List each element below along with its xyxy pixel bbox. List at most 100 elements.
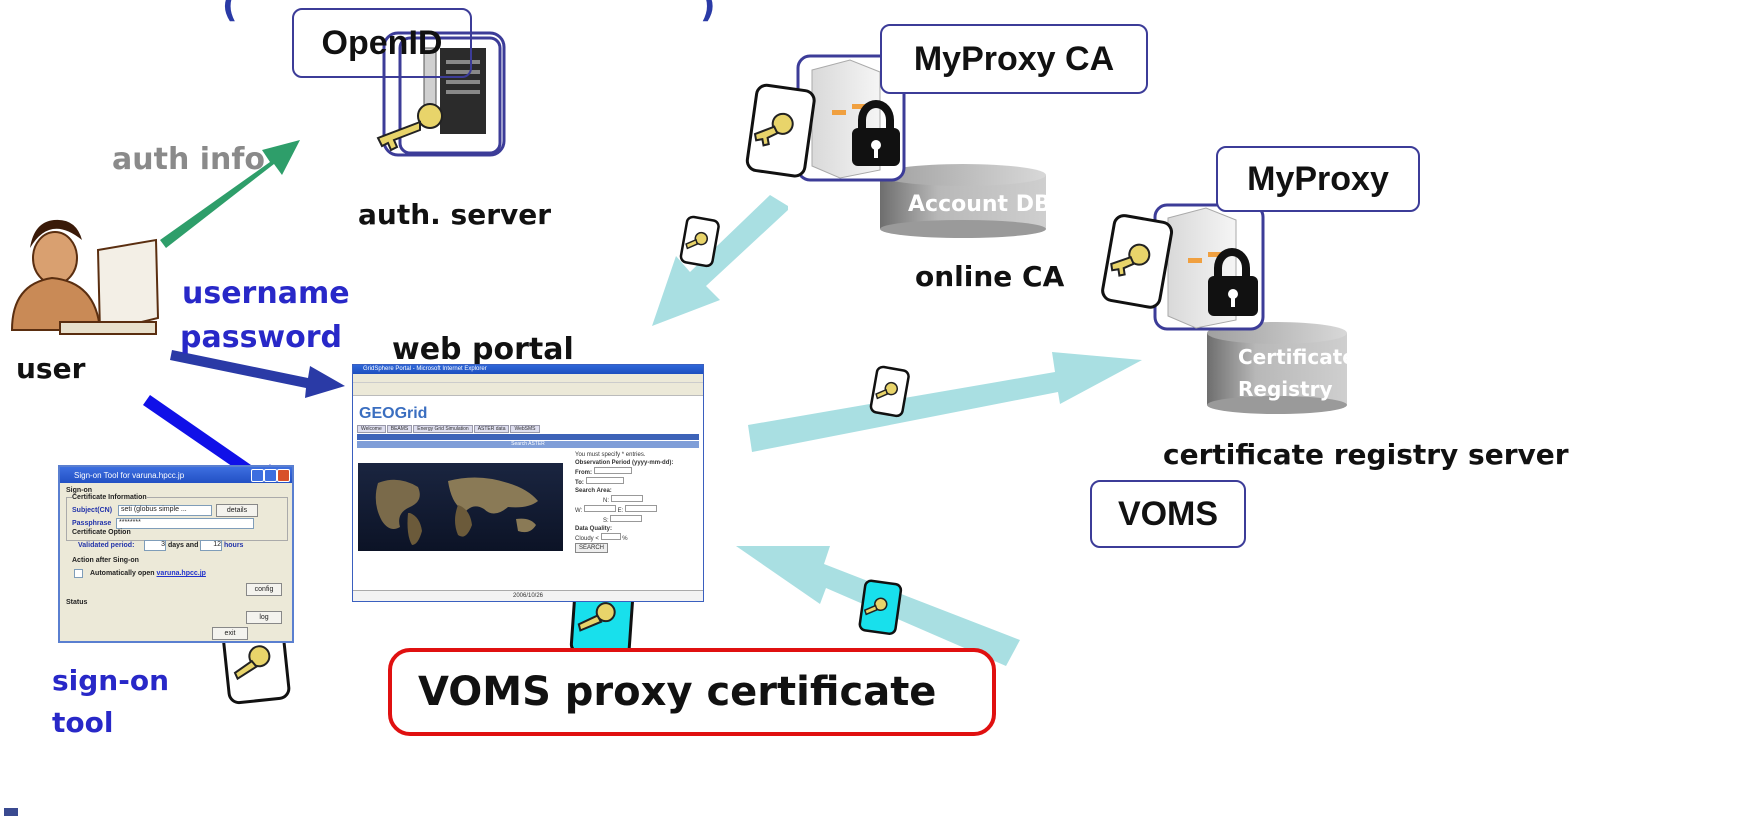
we-field[interactable]: W: E: <box>575 505 673 515</box>
portal-logo: GEOGrid <box>359 405 428 422</box>
action-after-label: Action after Sing-on <box>72 557 139 564</box>
password-label: password <box>180 320 343 355</box>
close-button[interactable] <box>277 469 290 482</box>
portal-section-header: Search ASTER <box>357 441 699 448</box>
search-area-label: Search Area: <box>575 488 612 494</box>
portal-navbar <box>357 434 699 440</box>
config-button[interactable]: config <box>246 583 282 596</box>
certificate-scroll-icon <box>1101 214 1174 309</box>
hours-label: hours <box>224 542 244 549</box>
myproxy-label: MyProxy <box>1247 159 1389 198</box>
portal-tab[interactable]: ASTER data <box>473 425 510 433</box>
myproxy-ca-label: MyProxy CA <box>913 39 1115 78</box>
online-ca-label: online CA <box>915 260 1065 293</box>
log-button[interactable]: log <box>246 611 282 624</box>
signon-section-label: Sign-on <box>66 487 93 494</box>
to-field[interactable]: To: <box>575 477 673 487</box>
details-label: details <box>226 507 248 514</box>
portal-menubar <box>353 374 703 383</box>
web-portal-window: GridSphere Portal - Microsoft Internet E… <box>352 364 704 602</box>
account-db-cylinder <box>880 164 1046 238</box>
passphrase-label: Passphrase <box>72 520 112 527</box>
title-fragment-right: ) <box>700 0 716 26</box>
user-icon <box>10 219 160 335</box>
hours-value: 12 <box>213 541 221 548</box>
days-value: 3 <box>161 541 165 548</box>
cert-registry-label-line1: Certificate <box>1238 345 1356 369</box>
hours-input[interactable]: 12 <box>200 540 222 551</box>
from-label: From: <box>575 470 592 476</box>
portal-tab[interactable]: BEAMS <box>386 425 413 433</box>
sign-on-label-line2: tool <box>52 706 114 739</box>
cert-info-group <box>66 497 288 541</box>
search-form: You must specify * entries. Observation … <box>575 451 673 553</box>
portal-title: GridSphere Portal - Microsoft Internet E… <box>363 366 487 372</box>
pct-label: % <box>622 536 628 542</box>
cert-option-label: Certificate Option <box>72 529 131 536</box>
sign-on-label-line1: sign-on <box>52 664 170 697</box>
title-fragment: ( <box>222 0 238 26</box>
portal-tab[interactable]: Welcome <box>357 425 386 433</box>
sign-on-title: Sign-on Tool for varuna.hpcc.jp <box>74 470 185 480</box>
data-quality-label: Data Quality: <box>575 526 613 532</box>
voms-box: VOMS <box>1090 480 1246 548</box>
certificate-scroll-icon <box>745 83 816 178</box>
auth-server-label: auth. server <box>358 198 552 231</box>
e-label: E: <box>617 508 624 514</box>
w-label: W: <box>575 508 583 514</box>
auth-info-label: auth info <box>112 142 266 177</box>
auto-open-link[interactable]: varuna.hpcc.jp <box>156 570 206 577</box>
minimize-button[interactable] <box>251 469 264 482</box>
days-input[interactable]: 3 <box>144 540 166 551</box>
auto-open-label: Automatically open varuna.hpcc.jp <box>90 570 206 577</box>
n-field[interactable]: N: <box>575 495 673 505</box>
openid-box: OpenID <box>292 8 472 78</box>
portal-titlebar: GridSphere Portal - Microsoft Internet E… <box>353 365 703 374</box>
portal-to-registry-arrow <box>748 352 1142 452</box>
validated-period-label: Validated period: <box>78 542 135 549</box>
portal-tab[interactable]: Energy Grid Simulation <box>413 425 473 433</box>
maximize-button[interactable] <box>264 469 277 482</box>
search-button[interactable]: SEARCH <box>575 543 609 553</box>
config-label: config <box>254 586 274 593</box>
status-label: Status <box>66 599 88 606</box>
portal-header-text: Search ASTER <box>511 441 545 447</box>
user-label: user <box>16 352 86 385</box>
portal-tab[interactable]: WebSMS <box>510 425 540 433</box>
subject-select[interactable]: seti (globus simple ... <box>118 505 212 516</box>
sign-on-titlebar: Sign-on Tool for varuna.hpcc.jp <box>60 467 292 483</box>
sign-on-tool-window: Sign-on Tool for varuna.hpcc.jp Sign-on … <box>58 465 294 643</box>
s-label: S: <box>603 518 609 524</box>
auth-server-icon <box>376 31 506 157</box>
certificate-scroll-icon <box>679 215 720 268</box>
days-label: days and <box>168 542 199 549</box>
username-label: username <box>182 276 350 311</box>
certificate-scroll-icon <box>869 365 910 418</box>
myproxy-ca-server-icon <box>796 54 906 182</box>
auto-open-checkbox[interactable] <box>74 569 83 578</box>
subject-label: Subject(CN) <box>72 507 113 514</box>
from-field[interactable]: From: <box>575 467 673 477</box>
voms-proxy-certificate-box: VOMS proxy certificate <box>388 648 996 736</box>
slide-marker <box>4 808 18 816</box>
username-password-arrow <box>170 350 345 398</box>
passphrase-input[interactable]: ******** <box>116 518 254 529</box>
to-label: To: <box>575 480 584 486</box>
auto-open-text: Automatically open <box>90 570 155 577</box>
world-map-image[interactable] <box>358 463 563 551</box>
auth-info-arrow <box>160 140 300 248</box>
myproxy-ca-box: MyProxy CA <box>880 24 1148 94</box>
portal-toolbar <box>353 383 703 396</box>
obs-period-label: Observation Period (yyyy-mm-dd): <box>575 460 674 466</box>
voms-proxy-scroll-icon <box>858 579 903 635</box>
details-button[interactable]: details <box>216 504 258 517</box>
s-field[interactable]: S: <box>575 515 673 525</box>
cert-registry-label-line2: Registry <box>1238 377 1333 401</box>
exit-button[interactable]: exit <box>212 627 248 640</box>
n-label: N: <box>603 498 609 504</box>
subject-value: seti (globus simple ... <box>121 506 187 513</box>
cloudy-field[interactable]: Cloudy < % <box>575 533 673 543</box>
voms-label: VOMS <box>1117 494 1219 533</box>
voms-proxy-certificate-label: VOMS proxy certificate <box>418 669 937 715</box>
